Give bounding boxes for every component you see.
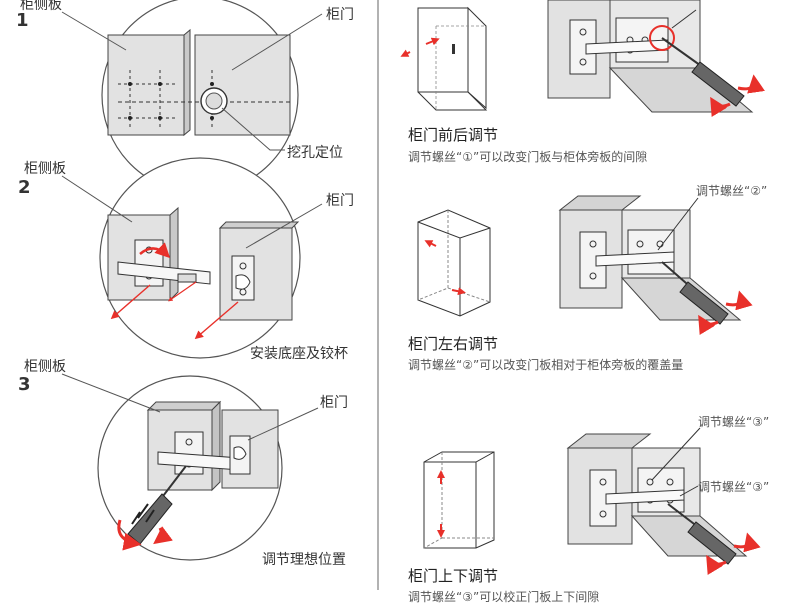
adjust2-callout: 调节螺丝“②” (696, 184, 768, 198)
adjust1-hinge-illustration (547, 0, 765, 117)
step3-illustration (61, 373, 319, 561)
step1-side-label: 柜侧板 (20, 0, 62, 13)
adjust3-hinge-illustration (566, 427, 761, 575)
adjust3-description: 调节螺丝“③”可以校正门板上下间隙 (408, 590, 600, 604)
step3-action-label: 调节理想位置 (262, 552, 346, 568)
adjust2-title: 柜门左右调节 (408, 335, 499, 353)
adjust2-description: 调节螺丝“②”可以改变门板相对于柜体旁板的覆盖量 (408, 358, 684, 372)
adjust1-title: 柜门前后调节 (408, 126, 499, 144)
step3-side-label: 柜侧板 (24, 359, 66, 375)
step3-number: 3 (18, 374, 31, 395)
adjust2-box-icon (417, 209, 491, 317)
step1-number: 1 (16, 10, 29, 31)
step3-door-label: 柜门 (320, 395, 348, 411)
step2-action-label: 安装底座及铰杯 (250, 346, 348, 362)
adjust1-description: 调节螺丝“①”可以改变门板与柜体旁板的间隙 (408, 150, 648, 164)
adjust3-callout-a: 调节螺丝“③” (698, 415, 770, 429)
adjust2-hinge-illustration (558, 195, 753, 335)
adjust3-callout-b: 调节螺丝“③” (698, 480, 770, 494)
step2-illustration (61, 157, 323, 359)
step1-illustration (61, 0, 323, 194)
step2-side-label: 柜侧板 (24, 161, 66, 177)
step2-number: 2 (18, 177, 31, 198)
adjust3-title: 柜门上下调节 (408, 567, 499, 585)
adjust1-box-icon (400, 6, 488, 111)
step1-door-label: 柜门 (326, 7, 354, 23)
step2-door-label: 柜门 (326, 193, 354, 209)
adjust3-box-icon (423, 451, 495, 549)
step1-action-label: 挖孔定位 (287, 145, 343, 161)
